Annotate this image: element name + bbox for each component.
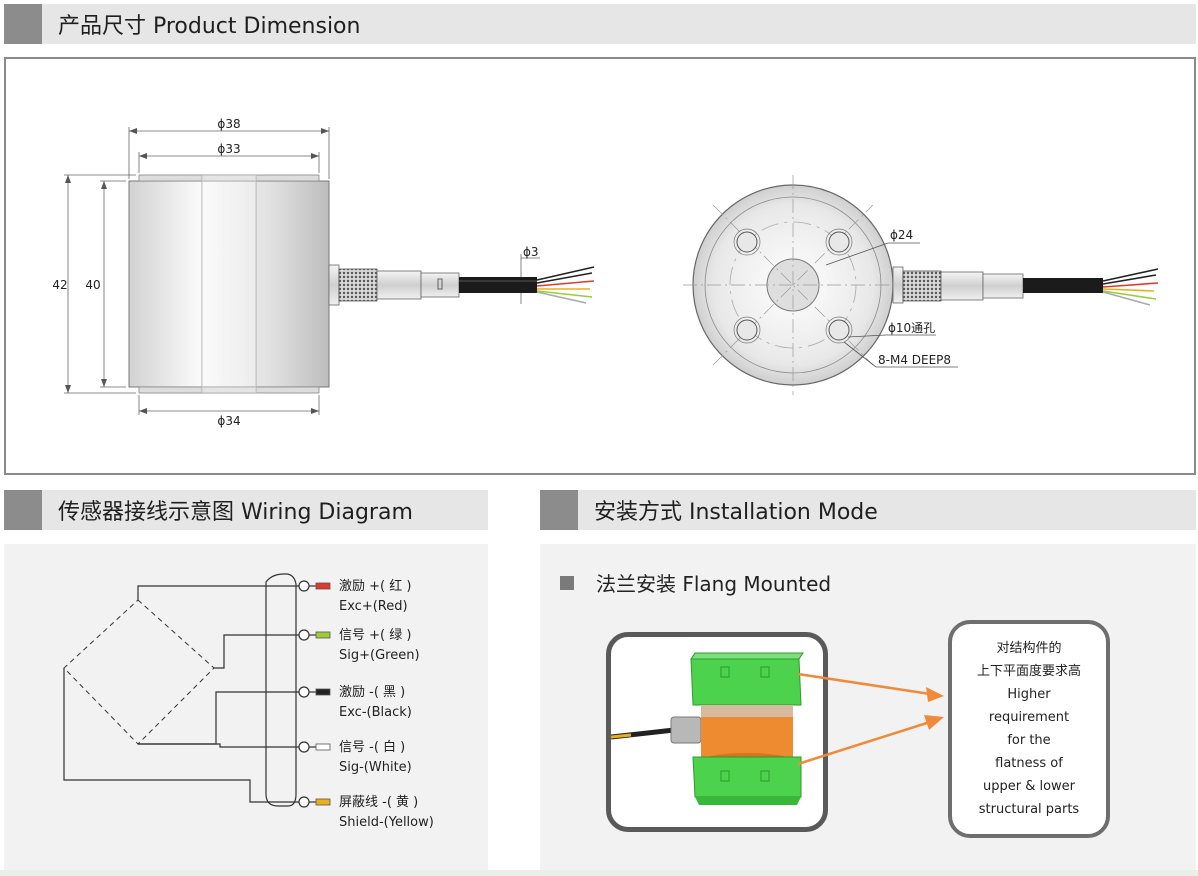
note-line: upper & lower xyxy=(982,779,1076,794)
dim-d34: ϕ34 xyxy=(217,414,240,428)
wire-label-en: Sig-(White) xyxy=(339,760,412,775)
wire-tip xyxy=(315,743,331,751)
note-line: structural parts xyxy=(978,802,1080,817)
dim-d3: ϕ3 xyxy=(523,245,539,259)
dim-h42: 42 xyxy=(52,278,67,292)
bottom-strip xyxy=(0,870,1198,876)
section-header-wiring: 传感器接线示意图 Wiring Diagram xyxy=(4,490,488,530)
note-line: 上下平面度要求高 xyxy=(976,664,1081,679)
wire-label-cn: 激励 -( 黑 ) xyxy=(339,685,406,700)
installation-panel: 法兰安装 Flang Mounted xyxy=(540,544,1196,870)
terminal-ring xyxy=(298,580,310,592)
wire-label-en: Exc+(Red) xyxy=(339,599,408,614)
installation-mode-label: 法兰安装 Flang Mounted xyxy=(596,572,832,596)
wire-label-en: Sig+(Green) xyxy=(339,648,420,663)
wire-label-en: Exc-(Black) xyxy=(339,705,412,720)
section-title-dimension: 产品尺寸 Product Dimension xyxy=(58,14,361,39)
wire-label-cn: 信号 +( 绿 ) xyxy=(339,628,412,643)
note-line: for the xyxy=(1007,733,1051,748)
wiring-panel: 激励 +( 红 ) Exc+(Red) 信号 +( 绿 ) Sig+(Green) 激励… xyxy=(4,544,488,870)
flatness-note: 对结构件的 上下平面度要求高 Higher requirement for th… xyxy=(948,620,1110,838)
section-title-wiring: 传感器接线示意图 Wiring Diagram xyxy=(58,500,413,525)
dim-d24: ϕ24 xyxy=(890,228,913,242)
wiring-diagram xyxy=(63,573,331,808)
wire-tip xyxy=(315,798,331,806)
note-line: 对结构件的 xyxy=(996,641,1062,656)
section-marker xyxy=(4,490,42,530)
annotation-arrows xyxy=(797,672,944,766)
terminal-ring xyxy=(298,796,310,808)
dim-d10-hole: ϕ10通孔 xyxy=(888,321,935,335)
terminal-ring xyxy=(298,686,310,698)
section-header-installation: 安装方式 Installation Mode xyxy=(540,490,1196,530)
dim-thread: 8-M4 DEEP8 xyxy=(878,353,951,367)
wire-label: 信号 +( 绿 ) Sig+(Green) xyxy=(339,626,420,666)
installation-mode-heading: 法兰安装 Flang Mounted xyxy=(560,568,831,597)
wire-label: 激励 -( 黑 ) Exc-(Black) xyxy=(339,683,412,723)
wire-label-en: Shield-(Yellow) xyxy=(339,815,434,830)
wire-tip xyxy=(315,631,331,639)
wire-label: 信号 -( 白 ) Sig-(White) xyxy=(339,738,412,778)
dimension-drawing: ϕ38 ϕ33 ϕ34 42 40 ϕ3 xyxy=(52,117,1159,428)
dim-d38: ϕ38 xyxy=(217,117,240,131)
section-title-installation: 安装方式 Installation Mode xyxy=(594,500,878,525)
wire-terminals xyxy=(298,580,331,808)
wire-label: 屏蔽线 -( 黄 ) Shield-(Yellow) xyxy=(339,793,434,833)
note-line: flatness of xyxy=(995,756,1063,771)
wire-label-cn: 信号 -( 白 ) xyxy=(339,740,406,755)
installation-photo xyxy=(606,632,828,832)
terminal-ring xyxy=(298,629,310,641)
section-marker xyxy=(540,490,578,530)
dim-d33: ϕ33 xyxy=(217,142,240,156)
wire-label: 激励 +( 红 ) Exc+(Red) xyxy=(339,577,411,617)
note-line: requirement xyxy=(988,710,1070,725)
terminal-ring xyxy=(298,741,310,753)
bullet-square xyxy=(560,575,574,590)
dimension-panel: ϕ38 ϕ33 ϕ34 42 40 ϕ3 xyxy=(4,57,1196,475)
flange-mount-illustration xyxy=(611,652,804,805)
wire-label-cn: 激励 +( 红 ) xyxy=(339,579,412,594)
dim-h40: 40 xyxy=(85,278,100,292)
section-header-dimension: 产品尺寸 Product Dimension xyxy=(4,4,1196,44)
section-marker xyxy=(4,4,42,44)
note-line: Higher xyxy=(1007,687,1051,702)
wire-tip xyxy=(315,688,331,696)
wire-tip xyxy=(315,582,331,590)
wire-label-cn: 屏蔽线 -( 黄 ) xyxy=(339,795,419,810)
